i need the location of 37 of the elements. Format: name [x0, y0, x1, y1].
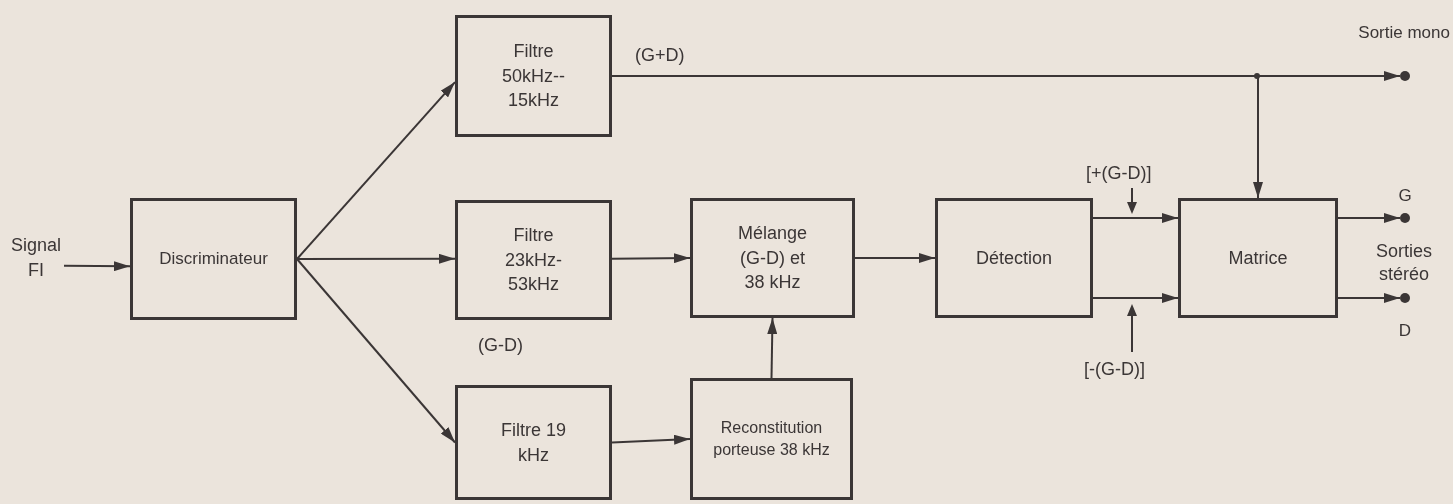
arrow	[296, 253, 456, 264]
signal-label: [-(G-D)]	[1084, 358, 1145, 381]
arrow	[296, 258, 456, 444]
block-box	[130, 198, 297, 320]
block-label: Filtre 19 kHz	[500, 418, 567, 467]
block-box	[690, 378, 853, 500]
arrow	[1092, 213, 1179, 223]
block-box	[455, 385, 612, 500]
output-label: G	[1397, 185, 1413, 207]
block-label: Mélange (G-D) et 38 kHz	[736, 221, 808, 295]
output-label: D	[1397, 320, 1413, 342]
block-label: Filtre 23kHz- 53kHz	[504, 223, 563, 297]
arrow	[1337, 293, 1401, 303]
block-box	[690, 198, 855, 318]
block-label: Reconstitution porteuse 38 kHz	[712, 418, 831, 460]
arrow	[1092, 293, 1179, 303]
block-box	[455, 200, 612, 320]
block-label: Filtre 50kHz-- 15kHz	[501, 39, 566, 113]
signal-label: [+(G-D)]	[1086, 162, 1152, 185]
signal-label: (G-D)	[478, 334, 523, 357]
arrow	[611, 253, 691, 264]
block-label: Matrice	[1227, 246, 1289, 270]
block-box	[1178, 198, 1338, 318]
edge-label: (G+D)	[635, 44, 685, 67]
block-label: Discriminateur	[158, 248, 269, 271]
output-label: Sortie mono	[1357, 22, 1450, 44]
arrow	[1337, 213, 1401, 223]
arrow	[611, 434, 691, 445]
arrow	[63, 261, 131, 272]
arrow	[767, 317, 778, 379]
arrow	[854, 253, 936, 263]
signal-label: Sorties stéréo	[1375, 240, 1433, 285]
block-label: Signal FI	[9, 234, 62, 282]
block-box	[455, 15, 612, 137]
block-label: Détection	[974, 246, 1053, 270]
block-box	[935, 198, 1093, 318]
arrow	[296, 81, 456, 260]
